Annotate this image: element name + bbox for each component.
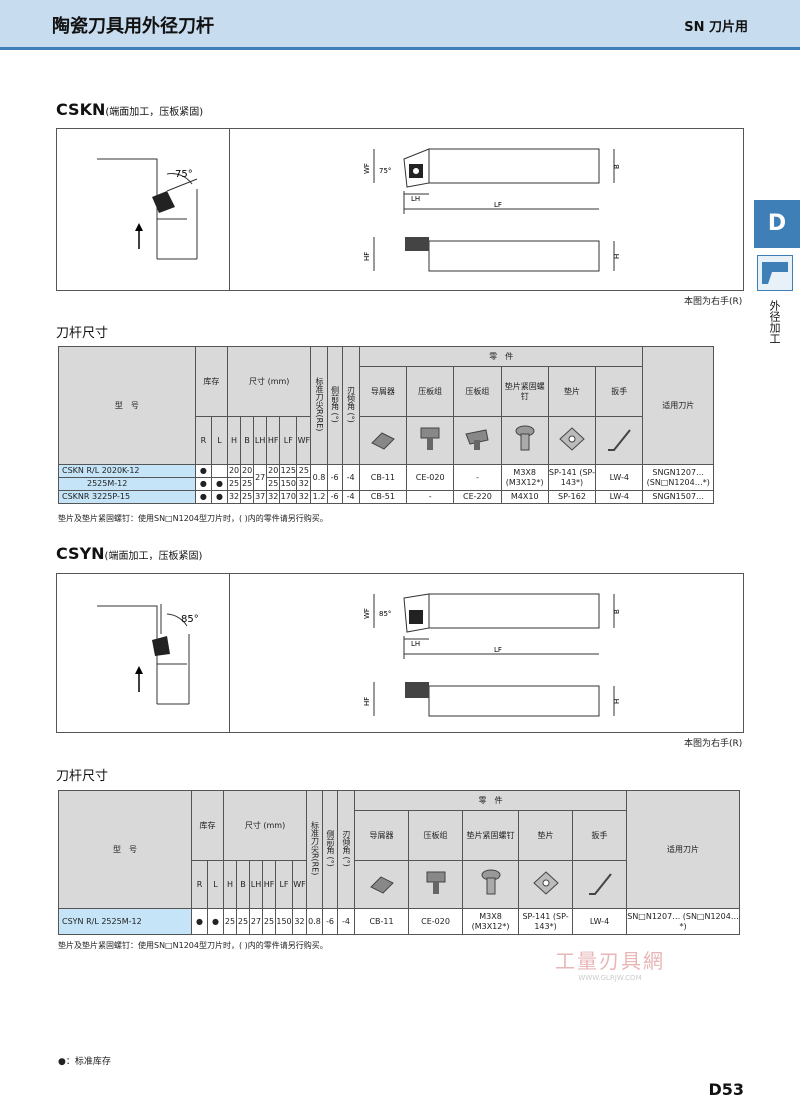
cskn-workpiece-diagram: 75° [97, 158, 198, 260]
col-model: 型 号 [58, 790, 192, 909]
figure-cskn: 75° WF B LH LF 75° HF H [56, 128, 744, 291]
col-l: L [207, 860, 224, 909]
col-clamp2: 压板组 [453, 366, 502, 417]
svg-text:LF: LF [494, 201, 502, 209]
side-tab-d[interactable]: D [754, 200, 800, 248]
col-b: B [240, 416, 255, 465]
col-model: 型 号 [58, 346, 196, 465]
col-re: 标准刀尖R(RE) [315, 376, 324, 432]
col-b: B [236, 860, 250, 909]
col-shim: 垫片 [518, 810, 574, 861]
col-wf: WF [291, 860, 308, 909]
col-lf: LF [279, 416, 298, 465]
svg-text:HF: HF [363, 697, 371, 706]
col-clamp: 压板组 [408, 810, 464, 861]
csyn-workpiece-diagram: 85° [97, 604, 199, 705]
svg-text:HF: HF [363, 252, 371, 261]
col-h: H [226, 416, 242, 465]
chipbreaker-icon [354, 860, 410, 909]
col-l: L [210, 416, 229, 465]
col-wrench: 扳手 [572, 810, 628, 861]
screw-icon [462, 860, 520, 909]
shim-icon [547, 416, 597, 465]
screw-icon [500, 416, 549, 465]
col-hf: HF [262, 860, 276, 909]
col-clamp: 压板组 [405, 366, 455, 417]
csyn-spec-table: 型 号 库存 尺寸 (mm) 标准刀尖R(RE) 侧前角 (°) 刃倾角 (°)… [58, 790, 741, 935]
clamp-icon [405, 416, 455, 465]
col-hf: HF [266, 416, 281, 465]
col-parts: 零 件 [354, 790, 628, 811]
watermark: 工量刃具網 WWW.GLRJW.COM [555, 949, 665, 982]
turning-tool-icon [757, 255, 793, 291]
header-category: SN 刀片用 [684, 20, 748, 35]
svg-text:H: H [613, 254, 621, 259]
figure-note: 本图为右手(R) [684, 297, 743, 307]
section-title-csyn: CSYN(端面加工，压板紧固) [56, 544, 203, 563]
page-number: D53 [708, 1080, 744, 1099]
svg-text:B: B [613, 609, 621, 614]
col-incl: 刃倾角 (°) [342, 829, 352, 867]
shim-icon [518, 860, 574, 909]
col-rake: 侧前角 (°) [330, 385, 340, 423]
col-inserts: 适用刀片 [626, 790, 741, 909]
angle-label: 85° [181, 614, 199, 625]
col-stock: 库存 [194, 346, 229, 417]
col-wf: WF [296, 416, 312, 465]
col-shim-screw: 垫片紧固螺钉 [500, 366, 549, 417]
svg-text:WF: WF [363, 608, 371, 619]
stock-legend: ●：标准库存 [58, 1057, 111, 1067]
svg-text:85°: 85° [379, 610, 391, 618]
col-wrench: 扳手 [595, 366, 644, 417]
col-re: 标准刀尖R(RE) [310, 820, 320, 876]
col-stock: 库存 [191, 790, 224, 861]
footnote-cskn: 垫片及垫片紧固螺钉：使用SN□N1204型刀片时，( )内的零件请另行购买。 [58, 514, 328, 523]
figure-csyn: 85° WF B LH LF 85° HF H [56, 573, 744, 733]
figure-note: 本图为右手(R) [684, 739, 743, 749]
cskn-spec-table: 型 号 库存 尺寸 (mm) 标准刀尖R(RE) 侧前角 (°) 刃倾角 (°)… [58, 346, 714, 504]
svg-text:H: H [613, 699, 621, 704]
col-h: H [223, 860, 237, 909]
svg-text:WF: WF [363, 163, 371, 174]
col-shim-screw: 垫片紧固螺钉 [462, 810, 520, 861]
chipbreaker-icon [358, 416, 408, 465]
wrench-icon [572, 860, 628, 909]
col-inserts: 适用刀片 [642, 346, 714, 465]
col-chipbreaker: 导屑器 [354, 810, 410, 861]
table-title-cskn: 刀杆尺寸 [56, 326, 109, 341]
col-size: 尺寸 (mm) [226, 346, 312, 417]
col-lf: LF [275, 860, 293, 909]
cskn-holder-dimension-diagram: WF B LH LF 75° HF H [363, 148, 621, 272]
side-label: 外径加工 [768, 300, 781, 344]
col-size: 尺寸 (mm) [222, 790, 308, 861]
table-title-csyn: 刀杆尺寸 [56, 769, 109, 784]
svg-text:LF: LF [494, 646, 502, 654]
clamp2-icon [453, 416, 502, 465]
col-chipbreaker: 导屑器 [358, 366, 408, 417]
header-bar [0, 0, 800, 50]
col-parts: 零 件 [358, 346, 644, 367]
col-lh: LH [253, 416, 268, 465]
svg-text:75°: 75° [379, 167, 391, 175]
angle-label: 75° [175, 169, 193, 180]
col-incl: 刃倾角 (°) [346, 385, 356, 423]
col-rake: 侧前角 (°) [326, 829, 336, 867]
page-title: 陶瓷刀具用外径刀杆 [52, 16, 214, 37]
col-r: R [194, 416, 212, 465]
col-r: R [191, 860, 208, 909]
svg-text:B: B [613, 164, 621, 169]
footnote-csyn: 垫片及垫片紧固螺钉：使用SN□N1204型刀片时，( )内的零件请另行购买。 [58, 941, 328, 950]
col-shim: 垫片 [547, 366, 597, 417]
svg-text:LH: LH [411, 640, 420, 648]
svg-text:LH: LH [411, 195, 420, 203]
section-title-cskn: CSKN(端面加工，压板紧固) [56, 100, 204, 119]
col-lh: LH [249, 860, 263, 909]
csyn-holder-dimension-diagram: WF B LH LF 85° HF H [363, 593, 621, 717]
clamp-icon [408, 860, 464, 909]
wrench-icon [595, 416, 644, 465]
